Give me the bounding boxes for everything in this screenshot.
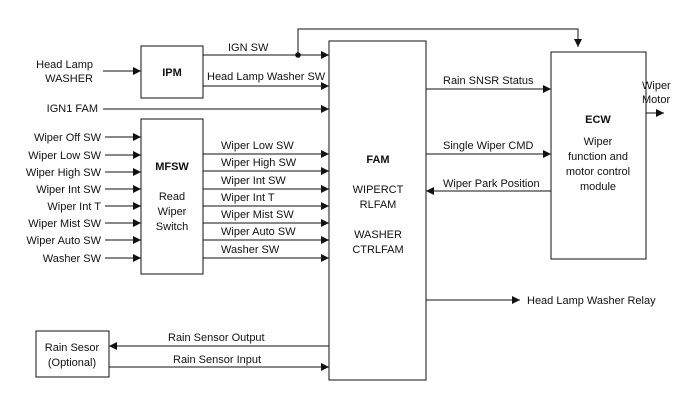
mfsw-output-label-wiper-low: Wiper Low SW [221, 140, 294, 152]
switch-label-wiper-int-t: Wiper Int T [47, 201, 101, 213]
switch-label-wiper-int: Wiper Int SW [36, 184, 101, 196]
fam-desc-line-1: WIPERCT [353, 184, 404, 196]
ipm-output-head-lamp-washer-sw-label: Head Lamp Washer SW [207, 71, 326, 83]
ecw-desc-line-3: motor control [566, 166, 630, 178]
mfsw-title: MFSW [155, 161, 189, 173]
fam-desc-line-4: CTRLFAM [352, 244, 403, 256]
rain-sensor-input-label: Rain Sensor Input [173, 354, 261, 366]
rain-snsr-status-label: Rain SNSR Status [443, 75, 534, 87]
ecw-desc-line-1: Wiper [584, 136, 613, 148]
ecw-desc-line-4: module [580, 181, 616, 193]
switch-label-wiper-high: Wiper High SW [26, 167, 102, 179]
rain-sensor-title-line-2: (Optional) [48, 357, 96, 369]
mfsw-desc-line-2: Wiper [158, 206, 187, 218]
rain-sensor-title-line-1: Rain Sesor [45, 342, 100, 354]
ecw-desc-line-2: function and [568, 151, 628, 163]
ecw-title: ECW [585, 114, 611, 126]
mfsw-output-label-wiper-int-t: Wiper Int T [221, 192, 275, 204]
ign1-fam-label: IGN1 FAM [47, 103, 98, 115]
ign-sw-to-ecw-line [297, 28, 582, 55]
switch-label-wiper-mist: Wiper Mist SW [28, 218, 101, 230]
head-lamp-washer-relay-label: Head Lamp Washer Relay [527, 295, 656, 307]
head-lamp-washer-label-1: Head Lamp [36, 59, 93, 71]
mfsw-output-label-wiper-high: Wiper High SW [221, 157, 297, 169]
rain-sensor-block [35, 330, 110, 378]
switch-label-wiper-off: Wiper Off SW [34, 132, 102, 144]
head-lamp-washer-label-2: WASHER [45, 73, 93, 85]
switch-label-wiper-auto: Wiper Auto SW [26, 235, 101, 247]
mfsw-desc-line-3: Switch [156, 221, 188, 233]
fam-block [328, 40, 427, 381]
ecw-block [550, 51, 647, 260]
single-wiper-cmd-label: Single Wiper CMD [443, 140, 534, 152]
ipm-title: IPM [162, 67, 182, 79]
mfsw-output-label-washer: Washer SW [221, 244, 280, 256]
wiper-motor-label-1: Wiper [642, 80, 671, 92]
mfsw-block [140, 118, 204, 275]
fam-desc-line-3: WASHER [354, 229, 402, 241]
rain-sensor-output-label: Rain Sensor Output [168, 332, 265, 344]
mfsw-output-label-wiper-auto: Wiper Auto SW [221, 226, 296, 238]
mfsw-desc-line-1: Read [159, 191, 185, 203]
switch-label-washer: Washer SW [43, 253, 102, 265]
switch-label-wiper-low: Wiper Low SW [28, 150, 101, 162]
ipm-block [140, 45, 204, 99]
wiper-motor-label-2: Motor [642, 94, 670, 106]
ipm-output-ign-sw-label: IGN SW [228, 42, 269, 54]
fam-desc-line-2: RLFAM [360, 199, 397, 211]
mfsw-output-label-wiper-int: Wiper Int SW [221, 175, 286, 187]
fam-title: FAM [366, 154, 389, 166]
mfsw-output-label-wiper-mist: Wiper Mist SW [221, 209, 294, 221]
wiper-park-position-label: Wiper Park Position [443, 178, 540, 190]
